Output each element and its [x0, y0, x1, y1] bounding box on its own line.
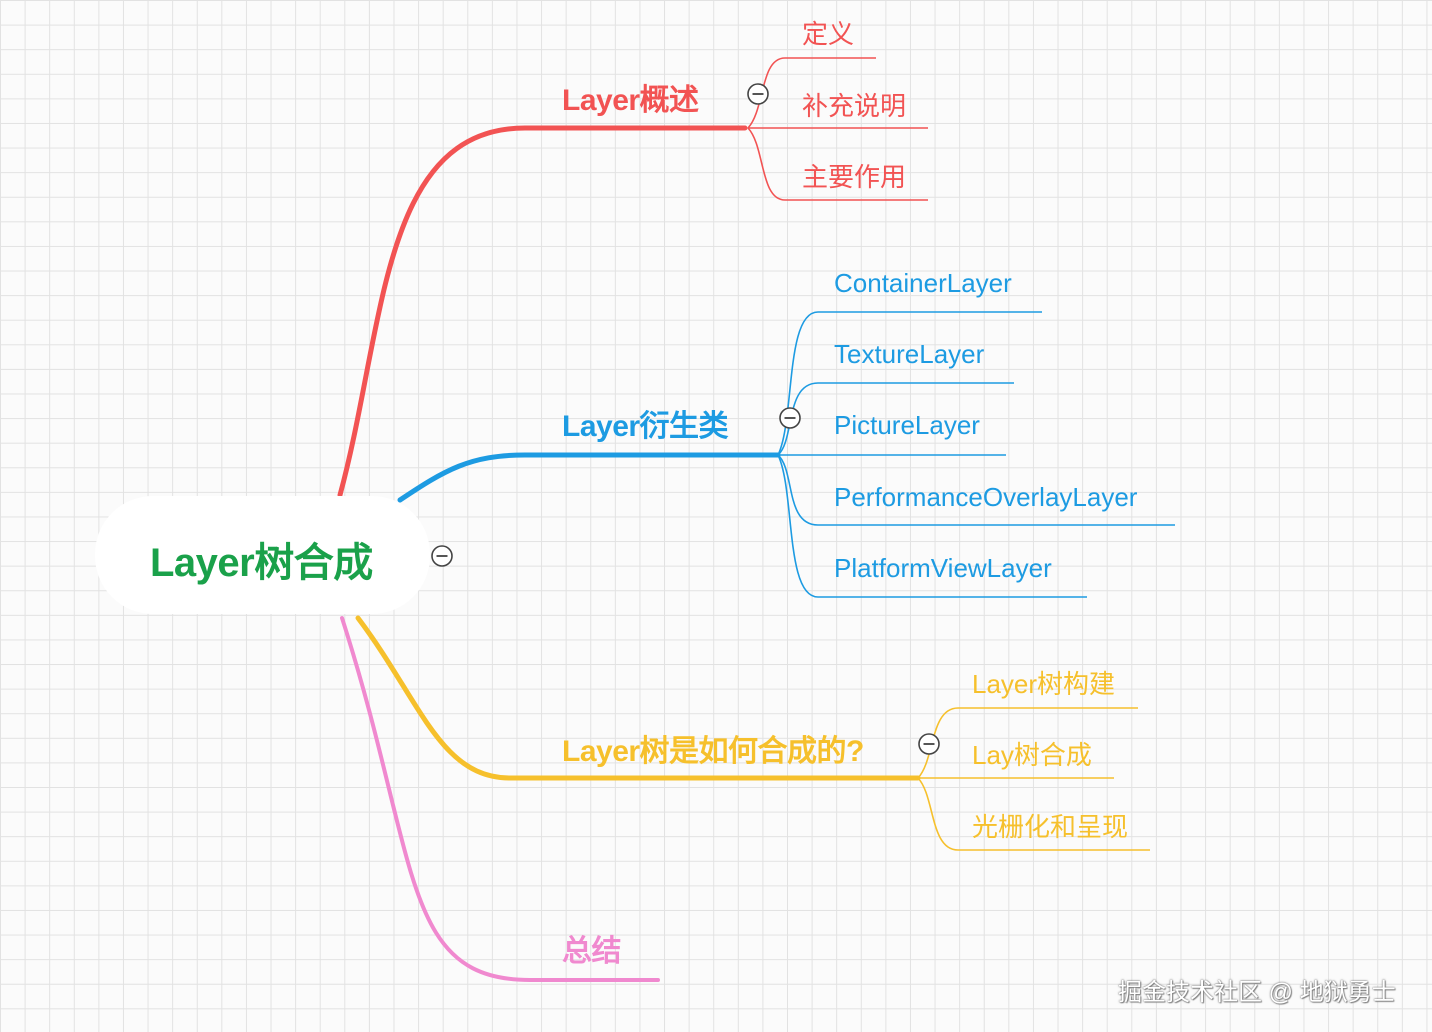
connector-root-derived [397, 452, 781, 503]
branch-layer-overview[interactable]: Layer概述 [562, 84, 699, 117]
connector-overview-leaf-1 [747, 57, 876, 129]
leaf-lay-tree-compose[interactable]: Lay树合成 [972, 740, 1092, 770]
connector-root-overview [337, 125, 748, 498]
connector-overview-leaf-3 [747, 127, 928, 201]
leaf-supplement[interactable]: 补充说明 [802, 91, 907, 121]
connector-root-summary [340, 616, 660, 982]
branch-summary[interactable]: 总结 [562, 935, 622, 968]
connector-derived-leaf-5 [777, 454, 1087, 598]
leaf-picture-layer[interactable]: PictureLayer [834, 410, 980, 440]
minus-circle-icon[interactable] [917, 732, 941, 756]
minus-circle-icon[interactable] [430, 544, 454, 568]
branch-layer-compose[interactable]: Layer树是如何合成的? [562, 735, 864, 768]
minus-circle-icon[interactable] [746, 82, 770, 106]
minus-circle-icon[interactable] [778, 406, 802, 430]
branch-layer-derived[interactable]: Layer衍生类 [562, 410, 729, 443]
root-label[interactable]: Layer树合成 [150, 541, 373, 585]
connector-compose-leaf-1 [917, 707, 1138, 779]
connector-compose-leaf-3 [917, 777, 1150, 851]
leaf-main-role[interactable]: 主要作用 [802, 162, 907, 192]
connector-derived-leaf-1 [777, 311, 1042, 456]
leaf-performance-overlay-layer[interactable]: PerformanceOverlayLayer [834, 482, 1138, 512]
root-node[interactable] [95, 496, 430, 614]
leaf-definition[interactable]: 定义 [802, 19, 855, 49]
leaf-platform-view-layer[interactable]: PlatformViewLayer [834, 553, 1052, 583]
watermark: 掘金技术社区 @ 地狱勇士 [1118, 979, 1396, 1006]
connector-root-compose [355, 615, 921, 781]
leaf-raster-present[interactable]: 光栅化和呈现 [972, 812, 1129, 842]
leaf-layer-tree-build[interactable]: Layer树构建 [972, 669, 1116, 699]
leaf-container-layer[interactable]: ContainerLayer [834, 268, 1012, 298]
leaf-texture-layer[interactable]: TextureLayer [834, 339, 985, 369]
connector-derived-leaf-4 [777, 454, 1175, 526]
